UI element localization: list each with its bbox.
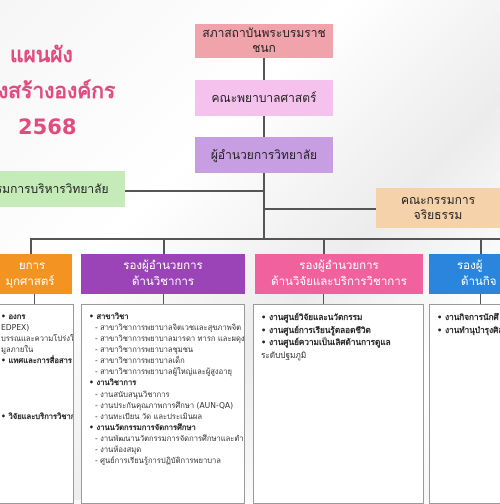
- col1-list-item: [1, 389, 66, 400]
- board-label: กรรมการบริหารวิทยาลัย: [0, 181, 109, 196]
- col3-header-line1: รองผู้อำนวยการ: [299, 258, 379, 272]
- branch-drop-4: [480, 238, 482, 254]
- branch-horizontal-connector: [30, 238, 500, 240]
- chart-title-year: 2568: [18, 115, 77, 139]
- council-label: สภาสถาบันพระบรมราชชนก: [202, 26, 326, 55]
- col1-header-line2: มุกศาสตร์: [5, 273, 55, 288]
- col2-list-item: งานวิชาการ: [89, 377, 237, 388]
- col3-list-item: ระดับปฐมภูมิ: [261, 350, 307, 361]
- chart-title-line1: แผนผัง: [10, 43, 73, 67]
- col-vline-2: [163, 294, 164, 304]
- col2-list-item: สาขาวิชา: [89, 311, 237, 322]
- col2-list-item: งานห้องสมุด: [89, 444, 237, 455]
- ethics-label-line2: จริยธรรม: [413, 208, 463, 222]
- col2-items-list: สาขาวิชาสาขาวิชาการพยาบาลจิตเวชและสุขภาพ…: [89, 311, 245, 466]
- col1-list-item: EDPEX): [1, 323, 30, 333]
- ethics-box: คณะกรรมการ จริยธรรม: [376, 188, 500, 228]
- col2-list-item: งานนวัตกรรมการจัดการศึกษา: [89, 422, 237, 433]
- col2-list-item: สาขาวิชาการพยาบาลผู้ใหญ่และผู้สูงอายุ: [89, 366, 237, 377]
- col-vline-1: [34, 294, 35, 304]
- col2-header-line2: ด้านวิชาการ: [131, 273, 195, 288]
- col3-header: รองผู้อำนวยการ ด้านวิจัยและบริการวิชาการ: [255, 254, 423, 294]
- col1-header-line1: ยการ: [18, 258, 46, 272]
- col3-list-item: งานศูนย์วิจัยและนวัตกรรม: [261, 311, 416, 324]
- col4-items-list: งานกิจการนักศึงานทำนุบำรุงศิล: [437, 311, 500, 336]
- col2-list-item: สาขาวิชาการพยาบาลมารดา ทารก และผดุงครรภ์: [89, 333, 244, 344]
- director-box: ผู้อำนวยการวิทยาลัย: [195, 137, 333, 173]
- board-connector: [125, 190, 264, 192]
- col1-detail-box: องกรEDPEX)บรรณและความโปร่งใสมูลภายในแทศแ…: [0, 304, 74, 504]
- ethics-connector: [264, 208, 376, 210]
- col1-list-item: [1, 366, 66, 377]
- director-label: ผู้อำนวยการวิทยาลัย: [210, 147, 318, 162]
- col2-list-item: งานประกันคุณภาพการศึกษา (AUN-QA): [89, 400, 237, 411]
- col2-header: รองผู้อำนวยการ ด้านวิชาการ: [81, 254, 245, 294]
- col1-header: ยการ มุกศาสตร์: [0, 254, 72, 294]
- col1-items-list: องกรEDPEX)บรรณและความโปร่งใสมูลภายในแทศแ…: [1, 311, 74, 422]
- col4-header-line1: รองผู้: [457, 258, 483, 272]
- col2-list-item: งานพัฒนานวัตกรรมการจัดการศึกษาและตำรา: [89, 433, 244, 444]
- col1-list-item: [1, 377, 66, 388]
- col3-detail-box: งานศูนย์วิจัยและนวัตกรรมงานศูนย์การเรียน…: [253, 304, 424, 504]
- col2-list-item: สาขาวิชาการพยาบาลเด็ก: [89, 355, 237, 366]
- col-vline-4: [480, 294, 481, 304]
- faculty-box: คณะพยาบาลศาสตร์: [195, 80, 333, 116]
- col3-items-list: งานศูนย์วิจัยและนวัตกรรมงานศูนย์การเรียน…: [261, 311, 416, 362]
- col2-list-item: สาขาวิชาการพยาบาลชุมชน: [89, 344, 237, 355]
- col4-detail-box: งานกิจการนักศึงานทำนุบำรุงศิล: [429, 304, 500, 504]
- col4-header: รองผู้ ด้านกิจ: [429, 254, 500, 294]
- col3-list-item: งานศูนย์การเรียนรู้ตลอดชีวิต: [261, 324, 416, 337]
- col1-list-item: วิจัยและบริการวิชาการ: [1, 411, 74, 422]
- col1-list-item: มูลภายใน: [1, 345, 34, 355]
- col4-header-line2: ด้านกิจ: [461, 273, 497, 288]
- branch-drop-1: [30, 238, 32, 254]
- chart-title-line2: งสร้างองค์กร: [0, 79, 116, 103]
- faculty-label: คณะพยาบาลศาสตร์: [211, 90, 317, 105]
- board-box: กรรมการบริหารวิทยาลัย: [0, 171, 125, 207]
- col4-list-item: งานกิจการนักศึ: [437, 311, 500, 324]
- col3-list-item: งานศูนย์ความเป็นเลิศด้านการดูแล: [261, 336, 416, 349]
- council-box: สภาสถาบันพระบรมราชชนก: [195, 24, 333, 58]
- col2-list-item: งานสนับสนุนวิชาการ: [89, 389, 237, 400]
- col2-list-item: ศูนย์การเรียนรู้การปฏิบัติการพยาบาล: [89, 455, 237, 466]
- col1-list-item: [1, 400, 66, 411]
- ethics-label-line1: คณะกรรมการ: [400, 193, 476, 207]
- col1-list-item: องกร: [1, 311, 66, 322]
- col4-list-item: งานทำนุบำรุงศิล: [437, 324, 500, 337]
- col2-list-item: สาขาวิชาการพยาบาลจิตเวชและสุขภาพจิต: [89, 322, 241, 333]
- branch-drop-3: [323, 238, 325, 254]
- col1-list-item: บรรณและความโปร่งใส: [1, 334, 74, 344]
- col3-header-line2: ด้านวิจัยและบริการวิชาการ: [271, 273, 407, 288]
- col-vline-3: [323, 294, 324, 304]
- col2-list-item: งานทะเบียน วัด และประเมินผล: [89, 411, 237, 422]
- col1-list-item: แทศและการสื่อสาร: [1, 355, 72, 366]
- col2-detail-box: สาขาวิชาสาขาวิชาการพยาบาลจิตเวชและสุขภาพ…: [81, 304, 245, 504]
- branch-drop-2: [163, 238, 165, 254]
- col2-header-line1: รองผู้อำนวยการ: [123, 258, 203, 272]
